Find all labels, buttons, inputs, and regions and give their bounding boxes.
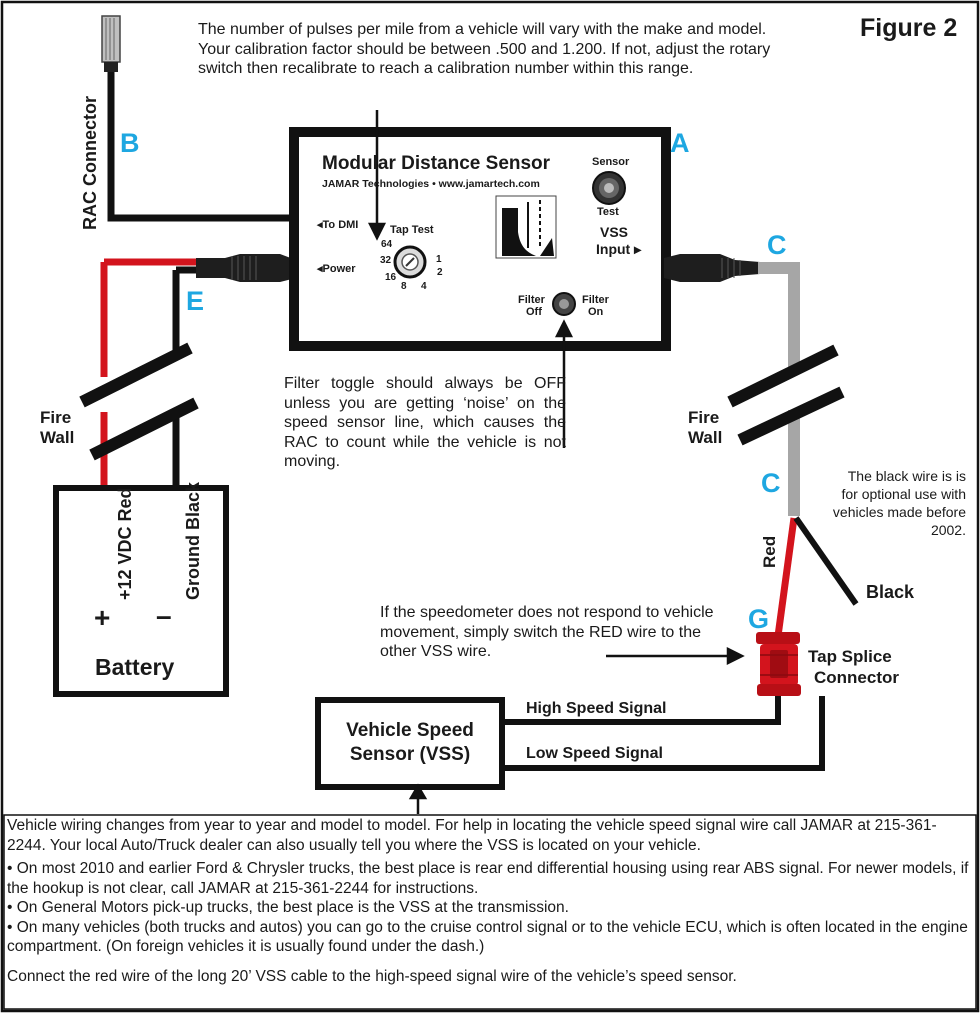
vss-plug-icon [664, 254, 760, 282]
tap-splice-connector-icon [756, 632, 801, 696]
speedometer-arrow [606, 646, 745, 666]
figure-title: Figure 2 [860, 14, 958, 42]
fire-wall-left-bar-2 [89, 397, 199, 461]
input-label: Input ▸ [596, 241, 642, 257]
high-speed-wire [504, 696, 781, 725]
power-plug-icon [196, 254, 296, 282]
sensor-label: Sensor [592, 156, 630, 168]
dial-8: 8 [401, 281, 407, 292]
bottom-paragraph-2: Connect the red wire of the long 20’ VSS… [7, 967, 737, 985]
speedometer-note: If the speedometer does not respond to v… [380, 604, 714, 660]
vss-up-arrow [408, 783, 428, 814]
filter-note: Filter toggle should always be OFF unles… [284, 375, 566, 470]
callout-b: B [120, 128, 140, 158]
black-label: Black [866, 582, 915, 602]
filter-on-2: On [588, 306, 604, 318]
rotary-switch-icon [393, 245, 427, 279]
rac-connector-label: RAC Connector [80, 96, 100, 230]
high-speed-label: High Speed Signal [526, 700, 667, 717]
dial-64: 64 [381, 239, 393, 250]
calibration-note: The number of pulses per mile from a veh… [198, 21, 771, 77]
bottom-paragraph-1: Vehicle wiring changes from year to year… [7, 817, 937, 854]
battery-box [53, 485, 229, 697]
fire-wall-right-2: Wall [688, 428, 723, 447]
callout-g: G [748, 604, 770, 634]
dial-16: 16 [385, 272, 397, 283]
mds-subtitle: JAMAR Technologies • www.jamartech.com [322, 178, 540, 190]
tap-test-label: Tap Test [390, 224, 434, 236]
signal-scope-graphic [495, 195, 557, 259]
sensor-test-knob-icon [592, 171, 626, 205]
tap-splice-label-1: Tap Splice [808, 647, 892, 666]
test-label: Test [597, 206, 619, 218]
fire-wall-left-1: Fire [40, 408, 72, 427]
dial-32: 32 [380, 255, 392, 266]
bottom-instructions: Vehicle wiring changes from year to year… [7, 816, 973, 986]
low-speed-wire [504, 696, 825, 771]
vss-box [315, 697, 505, 790]
filter-toggle-icon [552, 292, 576, 316]
dial-4: 4 [421, 281, 427, 292]
mds-title: Modular Distance Sensor [322, 153, 551, 174]
to-dmi-label: ◂To DMI [317, 219, 359, 231]
callout-e: E [186, 286, 205, 316]
battery-label: Battery [95, 654, 175, 680]
mds-box [289, 127, 671, 351]
vss-box-line-2: Sensor (VSS) [349, 744, 471, 765]
black-optional-wire [793, 516, 859, 606]
red-signal-wire [774, 517, 798, 637]
black-wire-label: Ground Black [183, 481, 203, 600]
filter-off-1: Filter [518, 294, 545, 306]
filter-off-2: Off [526, 306, 542, 318]
vss-box-line-1: Vehicle Speed [346, 720, 474, 741]
rac-plug-icon [101, 15, 121, 72]
low-speed-label: Low Speed Signal [526, 745, 663, 762]
vss-grey-cable [758, 262, 800, 516]
black-wire-note: The black wire is is for optional use wi… [832, 468, 966, 538]
fire-wall-right-1: Fire [688, 408, 720, 427]
bottom-bullet-1: • On most 2010 and earlier Ford & Chrysl… [7, 860, 969, 897]
dial-2: 2 [437, 267, 443, 278]
callout-a: A [670, 128, 690, 158]
bottom-bullet-3: • On many vehicles (both trucks and auto… [7, 918, 968, 956]
callout-c-mid: C [761, 468, 781, 498]
callout-c-top: C [767, 230, 787, 260]
tap-splice-label-2: Connector [814, 668, 899, 687]
rac-cable [107, 72, 294, 222]
red-wire-label: +12 VDC Red [115, 487, 135, 600]
battery-plus: + [94, 602, 111, 633]
calibration-arrow [367, 110, 387, 241]
power-label: ◂Power [317, 263, 356, 275]
fire-wall-left-bar-1 [79, 342, 193, 408]
vss-label: VSS [600, 224, 629, 240]
filter-arrow [554, 319, 574, 448]
fire-wall-left-2: Wall [40, 428, 75, 447]
fire-wall-right-bar-1 [727, 344, 839, 408]
red-label: Red [760, 535, 779, 568]
bottom-bullet-2: • On General Motors pick-up trucks, the … [7, 899, 569, 916]
filter-on-1: Filter [582, 294, 609, 306]
battery-minus: – [156, 600, 172, 631]
bottom-text-box [3, 814, 977, 1010]
dial-1: 1 [436, 254, 442, 265]
fire-wall-right-bar-2 [737, 386, 845, 446]
